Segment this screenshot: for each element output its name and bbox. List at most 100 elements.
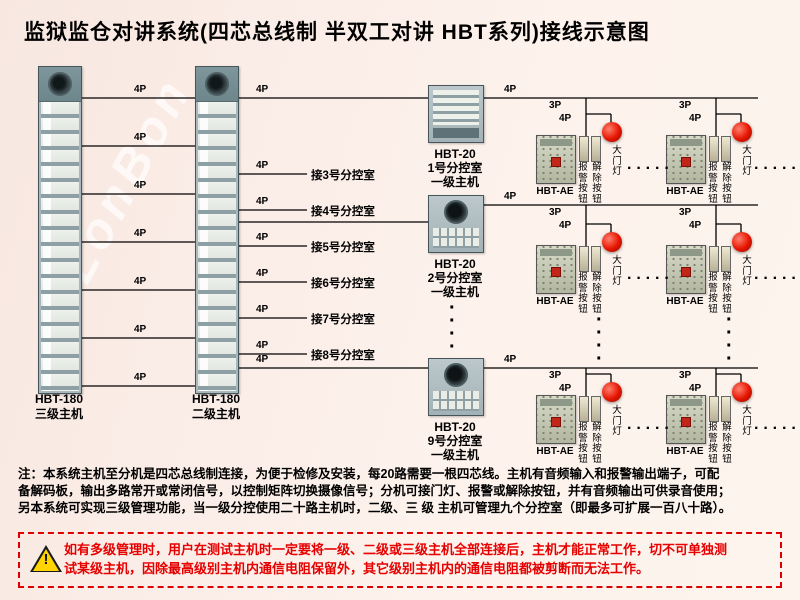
panel-model-label: HBT-AE (536, 296, 574, 307)
door-station-group: 大门灯 报警按钮 解除按钮 HBT-AE (666, 122, 762, 205)
release-button-label: 解除按钮 (592, 272, 602, 315)
hbt20-unit-room1 (428, 85, 484, 143)
panel-model-label: HBT-AE (536, 186, 574, 197)
warning-line-1: 如有多级管理时，用户在测试主机时一定要将一级、二级或三级主机全部连接后，主机才能… (64, 542, 728, 557)
door-light-icon (602, 232, 622, 252)
ellipsis-horizontal: ····· (627, 270, 674, 287)
release-button (721, 136, 731, 162)
rack2-model: HBT-180 (191, 392, 241, 406)
rack2-label: HBT-180 二级主机 (166, 392, 266, 422)
rack1-model: HBT-180 (34, 392, 84, 406)
warning-line-2: 试某级主机，因除最高级别主机内通信电阻保留外，其它级别主机内的通信电阻都被剪断而… (64, 561, 650, 576)
wire-label-4p: 4P (559, 113, 572, 124)
release-button-label: 解除按钮 (592, 162, 602, 205)
hbt-ae-panel (666, 135, 706, 184)
door-station-group: 大门灯 报警按钮 解除按钮 HBT-AE (536, 382, 632, 465)
door-light-label: 大门灯 (612, 255, 622, 287)
door-station-group: 大门灯 报警按钮 解除按钮 HBT-AE (666, 382, 762, 465)
release-button (591, 136, 601, 162)
wire-label-4p: 4P (256, 268, 269, 279)
release-button (721, 396, 731, 422)
wire-label-4p: 4P (256, 196, 269, 207)
door-light-icon (732, 232, 752, 252)
wire-label-4p: 4P (559, 220, 572, 231)
hbt-ae-panel (536, 245, 576, 294)
stub-room-4: 接4号分控室 (311, 206, 375, 218)
note-line-3: 另本系统可实现三级管理功能，当一级分控使用二十路主机时，二级、三 级 主机可管理… (18, 501, 732, 515)
release-button-label: 解除按钮 (722, 272, 732, 315)
stub-room-3: 接3号分控室 (311, 170, 375, 182)
ellipsis-horizontal: ····· (754, 160, 800, 177)
wire-label-4p: 4P (134, 324, 147, 335)
wire-label-4p: 4P (689, 113, 702, 124)
ellipsis-horizontal: ····· (627, 160, 674, 177)
stub-room-8: 接8号分控室 (311, 350, 375, 362)
unit1-level: 一级主机 (430, 175, 479, 189)
unit2-room: 2号分控室 (427, 271, 483, 285)
note-line-1: 注：本系统主机至分机是四芯总线制连接，为便于检修及安装，每20路需要一根四芯线。… (18, 467, 720, 481)
wire-label-4p: 4P (559, 383, 572, 394)
stub-room-6: 接6号分控室 (311, 278, 375, 290)
ellipsis-vertical: · · · · (596, 309, 603, 370)
unit1-room: 1号分控室 (427, 161, 483, 175)
panel-model-label: HBT-AE (666, 186, 704, 197)
wire-label-4p: 4P (134, 180, 147, 191)
stub-room-5: 接5号分控室 (311, 242, 375, 254)
warning-triangle-icon (30, 545, 62, 572)
ellipsis-vertical: · · · · (726, 309, 733, 370)
wire-label-4p: 4P (134, 228, 147, 239)
warning-box (18, 532, 782, 588)
door-light-label: 大门灯 (612, 405, 622, 437)
rack-speaker-icon (39, 67, 81, 102)
ellipsis-horizontal: ····· (627, 420, 674, 437)
unit9-model: HBT-20 (434, 420, 476, 434)
wire-label-4p: 4P (256, 304, 269, 315)
hbt20-unit-room2 (428, 195, 484, 253)
release-button-label: 解除按钮 (722, 422, 732, 465)
door-station-group: 大门灯 报警按钮 解除按钮 HBT-AE (536, 232, 632, 315)
door-light-icon (732, 122, 752, 142)
release-button-label: 解除按钮 (592, 422, 602, 465)
unit9-label: HBT-20 9号分控室 一级主机 (405, 420, 505, 462)
stub-lines (237, 173, 307, 355)
rack-module-slots (41, 102, 79, 391)
alarm-button (579, 246, 589, 272)
station-drop-lines (585, 98, 742, 396)
release-button (721, 246, 731, 272)
wire-label-3p: 3P (549, 100, 562, 111)
door-light-icon (602, 382, 622, 402)
hbt-ae-panel (666, 395, 706, 444)
wire-label-4p: 4P (504, 191, 517, 202)
hbt-ae-panel (536, 135, 576, 184)
panel-model-label: HBT-AE (666, 446, 704, 457)
trunk-lines (80, 97, 195, 387)
hbt180-rack-level3 (38, 66, 82, 394)
wire-label-4p: 4P (504, 354, 517, 365)
release-button (591, 396, 601, 422)
wire-label-4p: 4P (134, 372, 147, 383)
wire-label-4p: 4P (134, 84, 147, 95)
rack1-name: 三级主机 (34, 407, 83, 421)
wire-label-4p: 4P (689, 220, 702, 231)
rack-module-slots (198, 102, 236, 391)
panel-model-label: HBT-AE (666, 296, 704, 307)
ellipsis-horizontal: ····· (754, 420, 800, 437)
wire-label-3p: 3P (549, 370, 562, 381)
note-line-2: 备解码板，输出多路常开或常闭信号，以控制矩阵切换摄像信号；分机可接门灯、报警或解… (18, 484, 731, 498)
wire-label-4p: 4P (256, 232, 269, 243)
page-title: 监狱监仓对讲系统(四芯总线制 半双工对讲 HBT系列)接线示意图 (24, 21, 650, 44)
door-light-label: 大门灯 (742, 145, 752, 177)
wire-label-4p: 4P (689, 383, 702, 394)
panel-model-label: HBT-AE (536, 446, 574, 457)
alarm-button-label: 报警按钮 (708, 422, 718, 465)
ellipsis-vertical: · · · · (449, 297, 456, 358)
wire-label-4p: 4P (256, 160, 269, 171)
door-station-group: 大门灯 报警按钮 解除按钮 HBT-AE (536, 122, 632, 205)
alarm-button-label: 报警按钮 (578, 162, 588, 205)
alarm-button-label: 报警按钮 (578, 422, 588, 465)
wire-label-3p: 3P (679, 100, 692, 111)
unit-feed-lines (237, 97, 758, 369)
alarm-button-label: 报警按钮 (708, 162, 718, 205)
unit2-model: HBT-20 (434, 257, 476, 271)
